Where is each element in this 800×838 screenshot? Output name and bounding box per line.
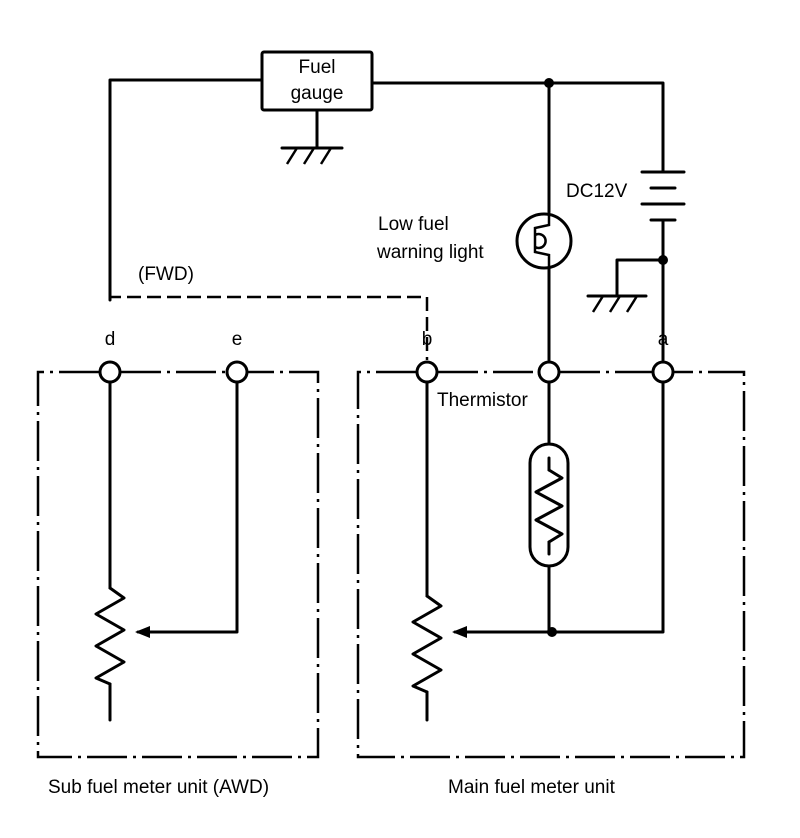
thermistor-label: Thermistor bbox=[437, 390, 528, 411]
terminal-a bbox=[651, 360, 675, 384]
variable-resistor-icon bbox=[94, 586, 126, 686]
main-unit-caption: Main fuel meter unit bbox=[448, 777, 616, 798]
lamp-icon bbox=[515, 212, 573, 270]
battery-icon bbox=[640, 170, 686, 362]
terminal-b-label: b bbox=[422, 329, 433, 350]
main-fuel-meter-unit bbox=[356, 370, 746, 759]
terminal-d-label: d bbox=[105, 329, 116, 350]
fuel-gauge-label-1: Fuel bbox=[299, 57, 336, 78]
ground-icon bbox=[280, 108, 344, 165]
ground-icon bbox=[586, 258, 665, 313]
fuel-gauge-label-2: gauge bbox=[291, 83, 344, 104]
terminal-d bbox=[98, 360, 122, 384]
warning-light-label-2: warning light bbox=[376, 242, 484, 263]
terminal-e bbox=[225, 360, 249, 384]
fwd-dashed-wire bbox=[108, 295, 429, 360]
battery-label: DC12V bbox=[566, 181, 628, 202]
thermistor-icon bbox=[528, 442, 570, 568]
top-wiring bbox=[108, 78, 665, 302]
fwd-label: (FWD) bbox=[138, 264, 194, 285]
wiper-arrow-main bbox=[452, 626, 467, 638]
terminal-thermistor bbox=[537, 360, 561, 384]
terminal-a-label: a bbox=[658, 329, 669, 350]
sub-fuel-meter-unit bbox=[36, 370, 320, 759]
terminal-e-label: e bbox=[232, 329, 243, 350]
sub-unit-caption: Sub fuel meter unit (AWD) bbox=[48, 777, 269, 798]
warning-light-label-1: Low fuel bbox=[378, 214, 449, 235]
variable-resistor-icon bbox=[411, 594, 443, 694]
fuel-gauge: Fuel gauge bbox=[260, 50, 374, 165]
terminal-b bbox=[415, 360, 439, 384]
wiper-arrow-sub bbox=[135, 626, 150, 638]
